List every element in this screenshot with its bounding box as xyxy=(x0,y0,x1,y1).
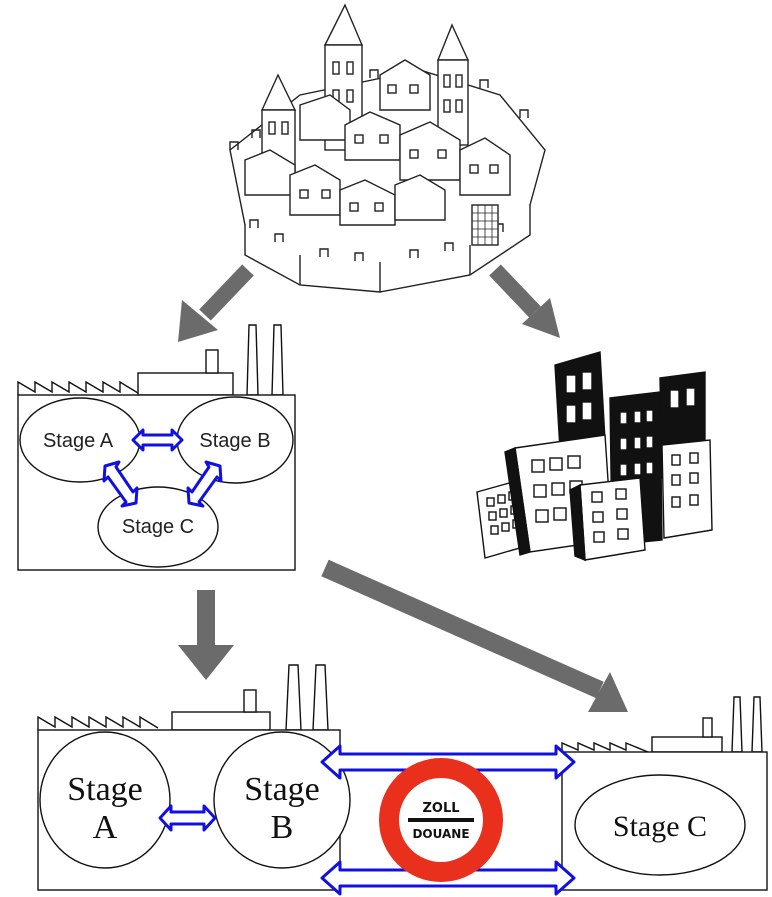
stage-b-label-line1: Stage xyxy=(244,771,320,808)
stage-c-label: Stage C xyxy=(122,516,194,538)
stage-b-label: Stage B xyxy=(199,430,270,452)
customs-sign-line2: DOUANE xyxy=(412,827,469,841)
flow-arrow-to-bottom-left-factory xyxy=(178,590,234,680)
flow-arrow-to-bottom-right-factory xyxy=(321,559,628,712)
stage-c-bubble xyxy=(574,774,746,876)
customs-sign-line1: ZOLL xyxy=(422,801,459,816)
link-arrow-a-c xyxy=(102,460,139,508)
flow-arrow-to-factory xyxy=(178,264,254,342)
stage-a-bubble xyxy=(39,731,171,869)
stage-a-label-line1: Stage xyxy=(67,771,143,808)
link-arrow-b-c xyxy=(186,460,223,508)
stage-b-label-line2: B xyxy=(271,809,294,846)
flow-arrow-to-city-skyline xyxy=(489,264,560,338)
bottom-right-factory-stages: Stage C xyxy=(574,774,746,876)
walled-city-icon xyxy=(229,3,546,293)
stage-c-label: Stage C xyxy=(613,810,707,843)
stage-b-bubble xyxy=(213,731,351,869)
link-arrow-a-b xyxy=(158,804,217,832)
link-arrow-a-b xyxy=(131,428,184,452)
stage-c-bubble xyxy=(97,486,219,568)
stage-a-label-line2: A xyxy=(93,809,118,846)
top-factory-stages: Stage A Stage B Stage C xyxy=(19,396,294,568)
stage-a-label: Stage A xyxy=(43,430,114,452)
customs-sign-icon: ZOLL DOUANE xyxy=(379,758,503,882)
city-skyline-icon xyxy=(476,351,713,562)
bottom-left-factory-stages: Stage A Stage B xyxy=(39,731,351,869)
